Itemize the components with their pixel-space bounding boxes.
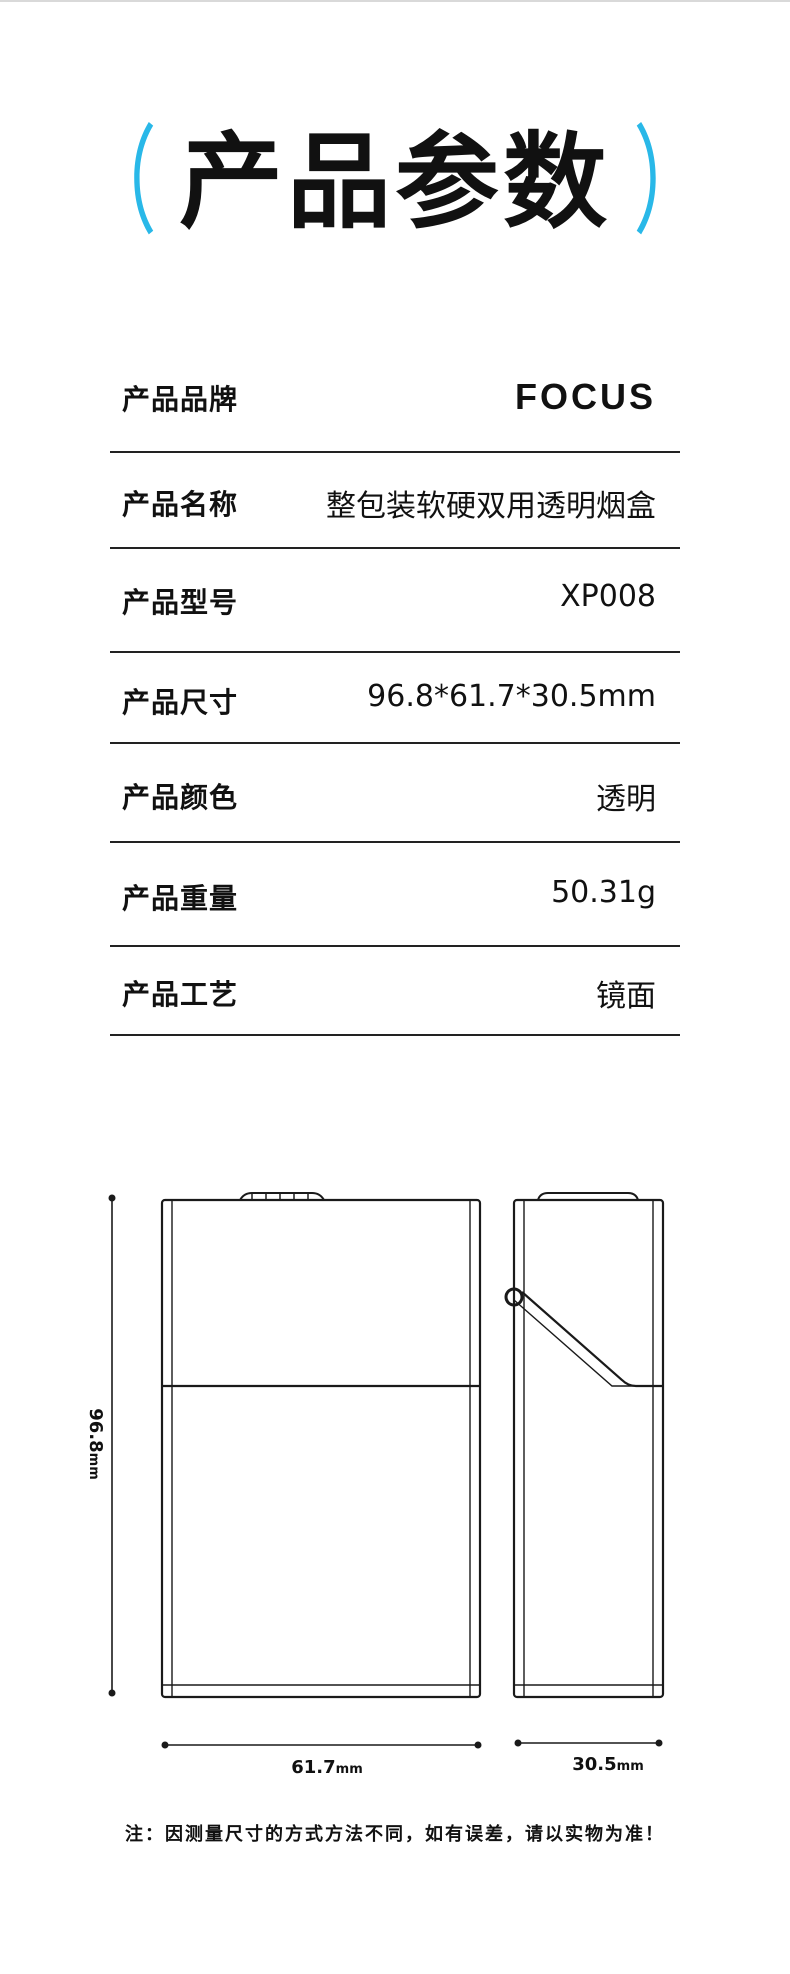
width-unit: mm <box>336 1762 363 1777</box>
param-label: 产品尺寸 <box>122 686 239 719</box>
title-close-bracket: ） <box>633 113 707 251</box>
param-label: 产品型号 <box>122 586 239 619</box>
param-label: 产品颜色 <box>122 781 239 814</box>
page-title: （产品参数） <box>0 112 790 252</box>
param-row-name: 产品名称 整包装软硬双用透明烟盒 <box>110 453 680 549</box>
svg-text:61.7mm: 61.7mm <box>291 1757 363 1778</box>
height-dimension: 96.8mm <box>85 1194 116 1697</box>
top-divider <box>0 0 790 2</box>
param-label: 产品重量 <box>122 882 239 915</box>
dimension-diagram: 96.8mm 61.7mm 30.5mm <box>85 1192 665 1778</box>
title-text: 产品参数 <box>178 121 611 243</box>
width-dimension: 61.7mm <box>161 1741 482 1778</box>
param-row-size: 产品尺寸 96.8*61.7*30.5mm <box>110 653 680 744</box>
param-row-weight: 产品重量 50.31g <box>110 843 680 947</box>
svg-text:30.5mm: 30.5mm <box>572 1754 644 1775</box>
param-value: 整包装软硬双用透明烟盒 <box>326 489 656 524</box>
params-table: 产品品牌 FOCUS 产品名称 整包装软硬双用透明烟盒 产品型号 XP008 产… <box>110 350 680 1036</box>
depth-dimension: 30.5mm <box>514 1739 663 1775</box>
title-open-bracket: （ <box>83 113 157 251</box>
param-value: 透明 <box>596 782 656 817</box>
side-view <box>504 1192 665 1699</box>
depth-value: 30.5 <box>572 1754 616 1775</box>
front-view <box>160 1192 482 1699</box>
brand-logo: FOCUS <box>515 376 656 417</box>
param-row-model: 产品型号 XP008 <box>110 549 680 653</box>
param-label: 产品工艺 <box>122 978 239 1011</box>
param-value: 镜面 <box>596 979 656 1014</box>
param-label: 产品名称 <box>122 488 239 521</box>
disclaimer-note: 注：因测量尺寸的方式方法不同，如有误差，请以实物为准！ <box>125 1824 665 1845</box>
depth-unit: mm <box>617 1759 644 1774</box>
param-label: 产品品牌 <box>122 383 239 416</box>
param-row-brand: 产品品牌 FOCUS <box>110 350 680 453</box>
param-row-color: 产品颜色 透明 <box>110 744 680 843</box>
height-unit: mm <box>86 1453 101 1480</box>
svg-text:96.8mm: 96.8mm <box>85 1408 106 1480</box>
width-value: 61.7 <box>291 1757 335 1778</box>
param-value: XP008 <box>560 579 656 614</box>
height-value: 96.8 <box>85 1408 106 1452</box>
param-value: 96.8*61.7*30.5mm <box>367 679 656 714</box>
param-value: 50.31g <box>551 875 656 910</box>
param-row-process: 产品工艺 镜面 <box>110 947 680 1036</box>
